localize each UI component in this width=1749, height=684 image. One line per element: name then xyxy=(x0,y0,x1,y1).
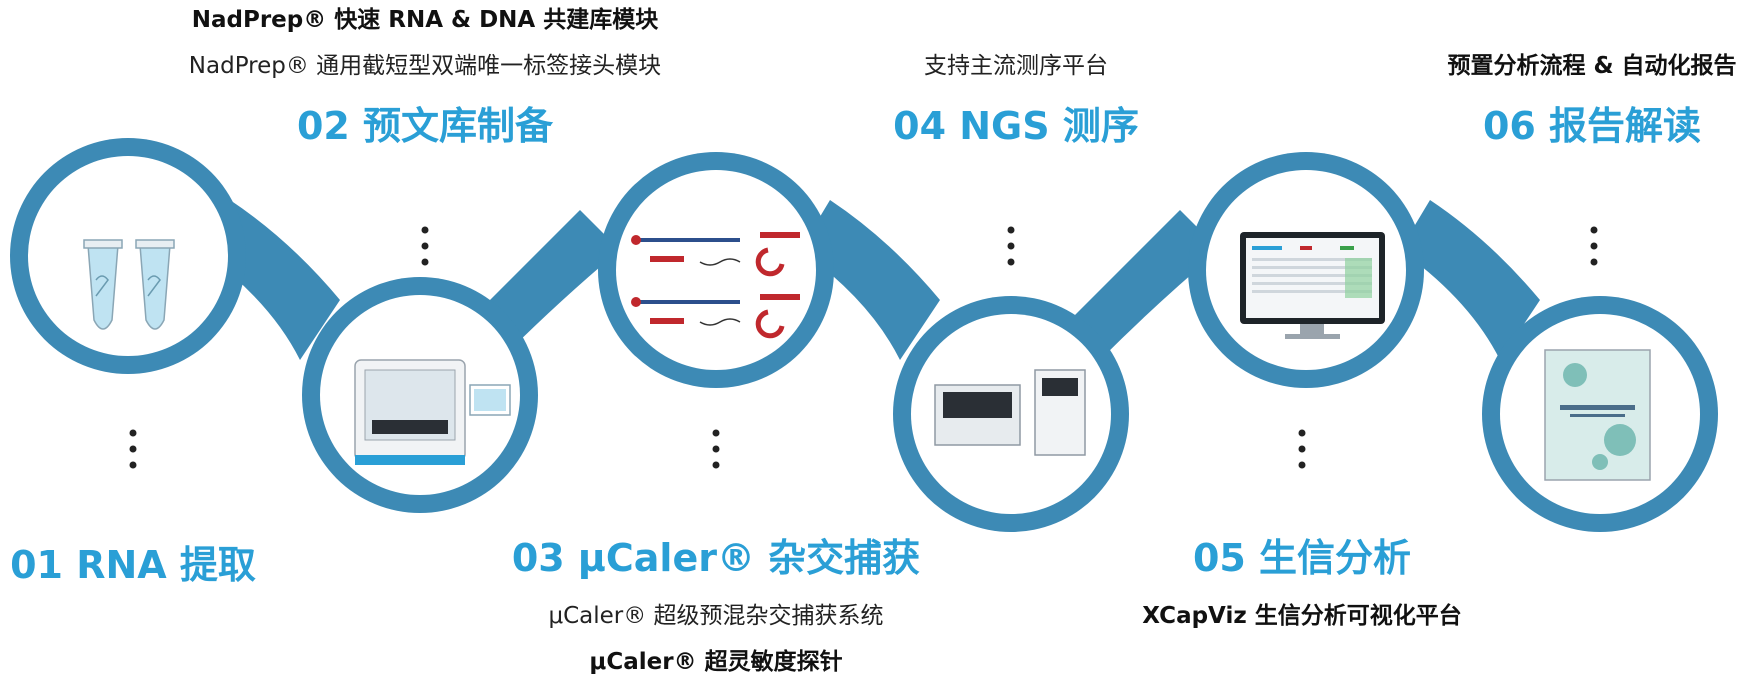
ring-03 xyxy=(598,152,834,388)
step-06-title: 06 报告解读 xyxy=(1482,104,1702,148)
instrument-icon xyxy=(354,359,511,465)
monitor-icon xyxy=(1240,232,1385,339)
step-03-line-2: μCaler® 超灵敏度探针 xyxy=(589,649,843,675)
step-01-title: 01 RNA 提取 xyxy=(10,543,256,587)
step-05-line-1: XCapViz 生信分析可视化平台 xyxy=(1142,603,1462,629)
tubes-icon xyxy=(83,239,175,330)
step-02-title: 02 预文库制备 xyxy=(296,104,554,148)
step-04-title: 04 NGS 测序 xyxy=(893,104,1139,148)
step-06-line-1: 预置分析流程 & 自动化报告 xyxy=(1447,53,1737,79)
step-05-title: 05 生信分析 xyxy=(1192,536,1412,580)
report-icon xyxy=(1544,349,1651,481)
step-02-line-1: NadPrep® 快速 RNA & DNA 共建库模块 xyxy=(191,7,659,33)
step-03-title: 03 μCaler® 杂交捕获 xyxy=(511,536,921,580)
ring-01 xyxy=(10,138,246,374)
dot-connectors xyxy=(129,226,1598,469)
capture-probe-icon xyxy=(631,232,800,339)
step-04-line-1: 支持主流测序平台 xyxy=(924,53,1108,79)
step-03-line-1: μCaler® 超级预混杂交捕获系统 xyxy=(548,603,884,629)
sequencer-icon xyxy=(934,369,1086,456)
step-02-line-2: NadPrep® 通用截短型双端唯一标签接头模块 xyxy=(188,53,662,79)
